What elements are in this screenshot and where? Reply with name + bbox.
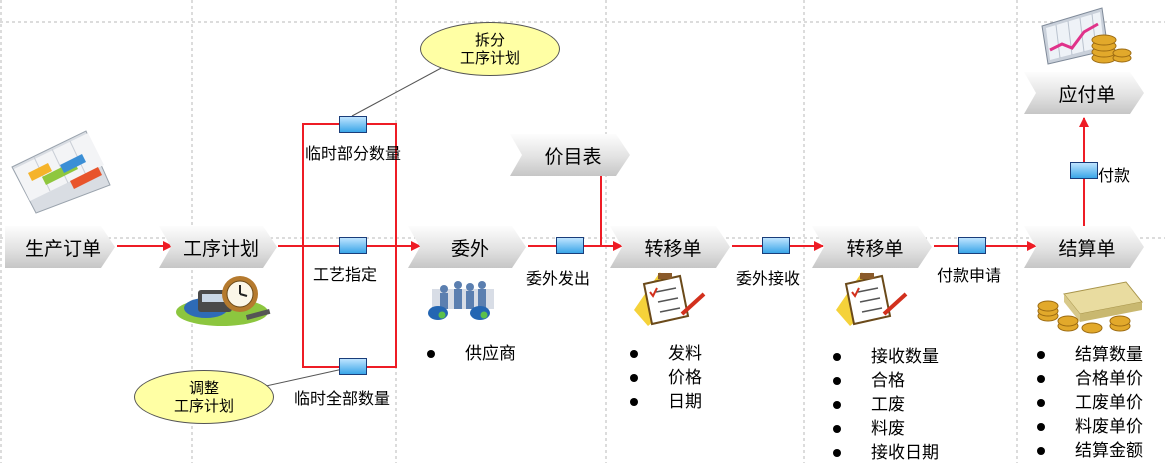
node-outsource-receive — [762, 237, 790, 254]
node-temp-partial-qty — [339, 116, 367, 133]
list-item: 接收数量 — [831, 345, 939, 369]
node-outsource-issue — [556, 237, 584, 254]
split-plan-callout: 拆分 工序计划 — [420, 22, 560, 76]
settlement-details-list: 结算数量 合格单价 工废单价 料废单价 结算金额 — [1035, 343, 1143, 463]
team-network-icon — [428, 281, 494, 320]
gantt-calendar-icon — [11, 130, 111, 214]
chart-coins-icon — [1041, 7, 1132, 65]
list-item: 接收日期 — [831, 441, 939, 465]
node-temp-full-qty — [339, 358, 367, 375]
list-item: 料废单价 — [1035, 415, 1143, 439]
list-item: 工废单价 — [1035, 391, 1143, 415]
list-item: 价格 — [628, 366, 702, 390]
list-item: 供应商 — [425, 342, 516, 366]
production-order-box: 生产订单 — [5, 226, 115, 268]
outsourcing-box: 委外 — [408, 226, 526, 268]
list-item: 结算金额 — [1035, 439, 1143, 463]
temp-full-qty-label: 临时全部数量 — [294, 389, 391, 408]
transfer-2-details-list: 接收数量 合格 工废 料废 接收日期 — [831, 345, 939, 465]
list-item: 工废 — [831, 393, 939, 417]
payable-box: 应付单 — [1024, 72, 1144, 114]
coins-icon — [1037, 281, 1143, 334]
checklist-icon — [836, 272, 908, 326]
list-item: 日期 — [628, 390, 702, 414]
adjust-callout-line2: 工序计划 — [173, 397, 234, 415]
temp-partial-qty-label: 临时部分数量 — [305, 144, 402, 163]
node-payment — [1070, 162, 1098, 179]
payment-request-label: 付款申请 — [937, 266, 1002, 285]
price-list-box: 价目表 — [510, 134, 630, 176]
transfer-1-details-list: 发料 价格 日期 — [628, 342, 702, 414]
list-item: 发料 — [628, 342, 702, 366]
outsource-receive-label: 委外接收 — [736, 269, 801, 288]
list-item: 合格 — [831, 369, 939, 393]
list-item: 合格单价 — [1035, 367, 1143, 391]
transfer-order-box-2: 转移单 — [812, 226, 932, 268]
split-callout-line2: 工序计划 — [459, 49, 520, 67]
payment-label: 付款 — [1098, 166, 1131, 185]
outsourcing-details-list: 供应商 — [425, 342, 516, 366]
transfer-order-box-1: 转移单 — [610, 226, 730, 268]
process-plan-box: 工序计划 — [159, 226, 277, 268]
adjust-plan-callout: 调整 工序计划 — [134, 370, 274, 424]
outsource-issue-label: 委外发出 — [526, 269, 591, 288]
list-item: 料废 — [831, 417, 939, 441]
node-payment-request — [958, 237, 986, 254]
process-assign-label: 工艺指定 — [313, 265, 378, 284]
split-callout-line1: 拆分 — [474, 31, 505, 49]
adjust-callout-line1: 调整 — [188, 379, 219, 397]
node-process-assign — [339, 237, 367, 254]
checklist-icon — [634, 272, 706, 326]
phone-clock-icon — [176, 276, 271, 326]
settlement-box: 结算单 — [1024, 226, 1144, 268]
list-item: 结算数量 — [1035, 343, 1143, 367]
